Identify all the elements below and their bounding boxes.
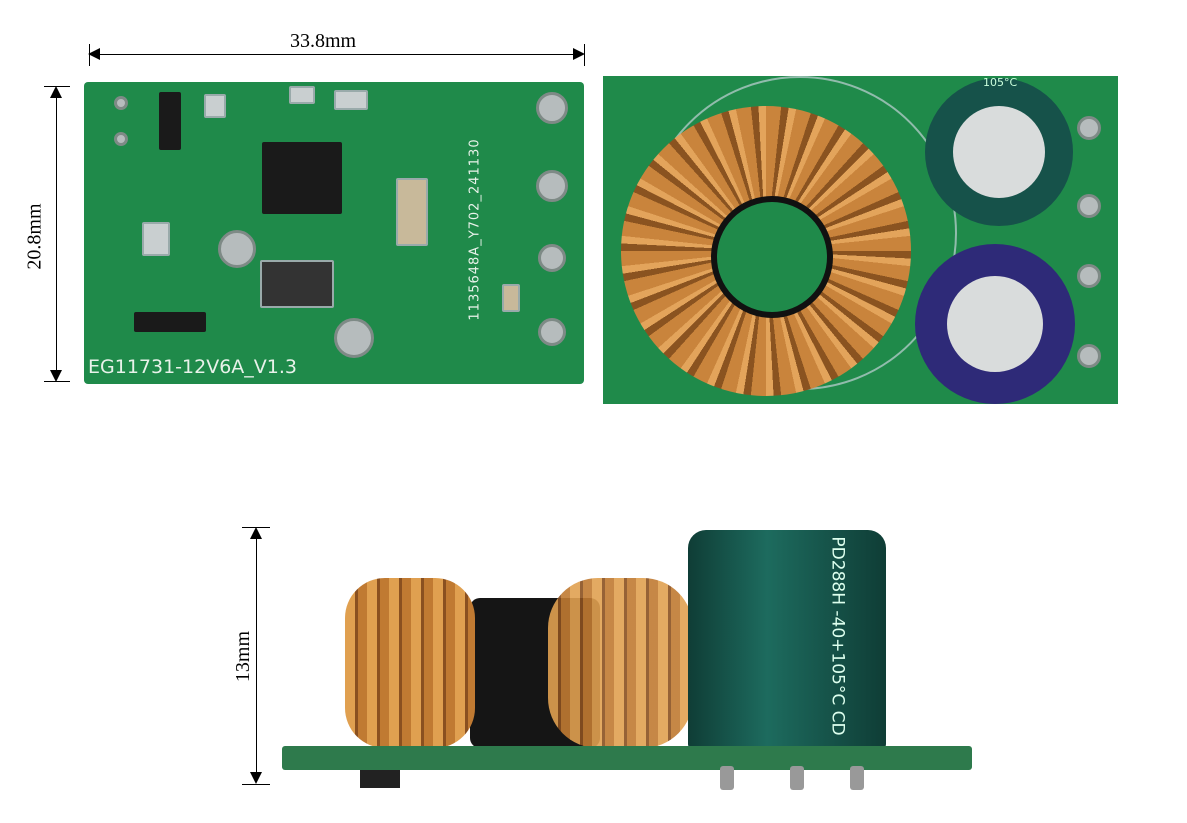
inductor-winding-right [548,578,693,748]
board-label: EG11731-12V6A_V1.3 [88,356,297,378]
depth-label: 13mm [232,630,255,683]
width-label: 33.8mm [290,30,357,52]
capacitor-blue-top [915,244,1075,404]
height-label: 20.8mm [23,203,46,270]
pcb-top-view: EG11731-12V6A_V1.3 1135648A_Y702_241130 [84,82,584,384]
inductor-winding-left [345,578,475,748]
capacitor-marking: 105°C [983,76,1018,89]
toroidal-inductor [621,106,911,396]
batch-label: 1135648A_Y702_241130 [467,138,483,321]
controller-ic [262,142,342,214]
capacitor-side-marking: PD288H -40+105°C CD [827,536,848,736]
electrolytic-capacitor-side: PD288H -40+105°C CD [688,530,886,750]
pcb-edge [282,746,972,770]
capacitor-green-top [925,78,1073,226]
pcb-bottom-view: 105°C [603,76,1118,404]
